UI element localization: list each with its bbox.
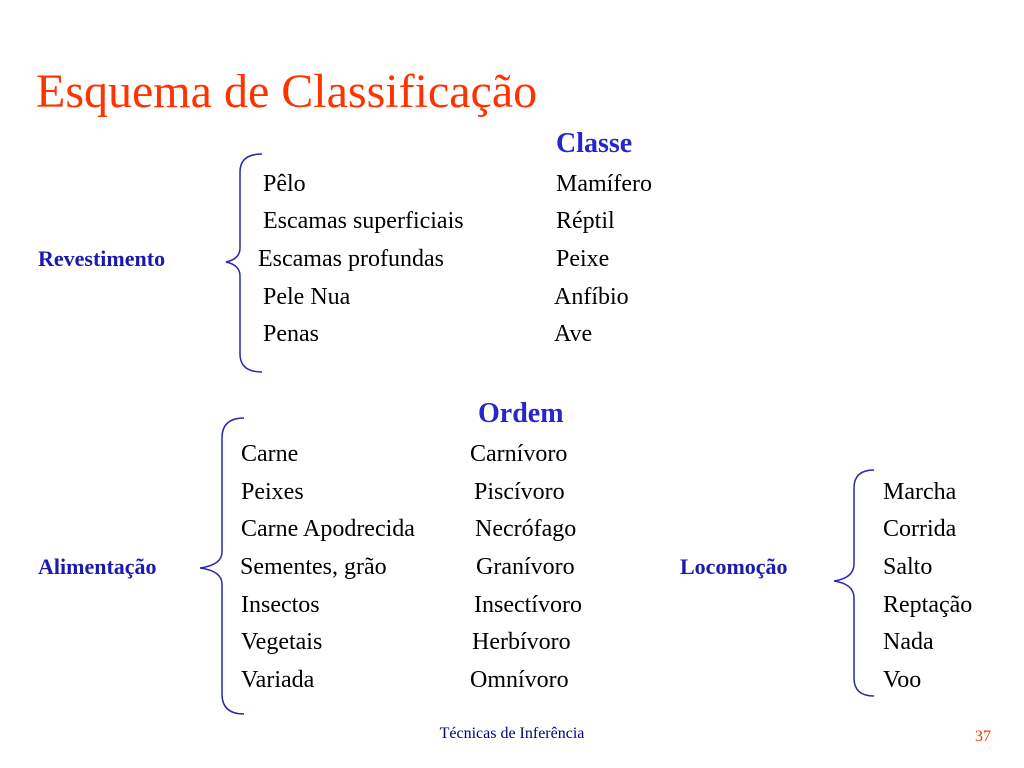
locomocao-label: Locomoção — [680, 554, 788, 579]
classe-value-5: Ave — [554, 321, 593, 347]
classe-value-4: Anfíbio — [554, 284, 629, 310]
locomocao-item-5: Nada — [883, 629, 934, 655]
locomocao-item-3: Salto — [883, 554, 933, 580]
classe-value-1: Mamífero — [556, 171, 652, 197]
ordem-value-6: Herbívoro — [472, 629, 571, 655]
ordem-value-1: Carnívoro — [470, 441, 568, 467]
locomocao-item-6: Voo — [883, 667, 922, 693]
ordem-value-5: Insectívoro — [474, 592, 582, 618]
classe-feature-3: Escamas profundas — [258, 246, 444, 272]
ordem-heading: Ordem — [478, 398, 564, 429]
revestimento-brace — [225, 153, 263, 373]
ordem-feature-4: Sementes, grão — [240, 554, 387, 580]
revestimento-label: Revestimento — [38, 246, 166, 271]
slide-title: Esquema de Classificação — [36, 65, 538, 118]
footer-text: Técnicas de Inferência — [439, 725, 585, 742]
locomocao-item-4: Reptação — [883, 592, 973, 618]
classe-heading: Classe — [556, 128, 633, 159]
classe-feature-4: Pele Nua — [263, 284, 351, 310]
classe-feature-1: Pêlo — [263, 171, 306, 197]
classe-value-3: Peixe — [556, 246, 610, 272]
locomocao-brace — [833, 469, 875, 697]
ordem-feature-5: Insectos — [241, 592, 320, 618]
ordem-feature-3: Carne Apodrecida — [241, 516, 415, 542]
ordem-feature-7: Variada — [241, 667, 315, 693]
ordem-value-2: Piscívoro — [474, 479, 565, 505]
locomocao-item-1: Marcha — [883, 479, 957, 505]
locomocao-item-2: Corrida — [883, 516, 957, 542]
ordem-feature-1: Carne — [241, 441, 299, 467]
ordem-value-4: Granívoro — [476, 554, 575, 580]
ordem-feature-6: Vegetais — [241, 629, 323, 655]
classe-feature-2: Escamas superficiais — [263, 208, 464, 234]
ordem-value-3: Necrófago — [475, 516, 577, 542]
classe-feature-5: Penas — [263, 321, 319, 347]
page-number: 37 — [975, 728, 991, 745]
alimentacao-brace — [199, 417, 245, 715]
ordem-value-7: Omnívoro — [470, 667, 569, 693]
ordem-feature-2: Peixes — [241, 479, 304, 505]
alimentacao-label: Alimentação — [38, 554, 157, 579]
classe-value-2: Réptil — [556, 208, 615, 234]
